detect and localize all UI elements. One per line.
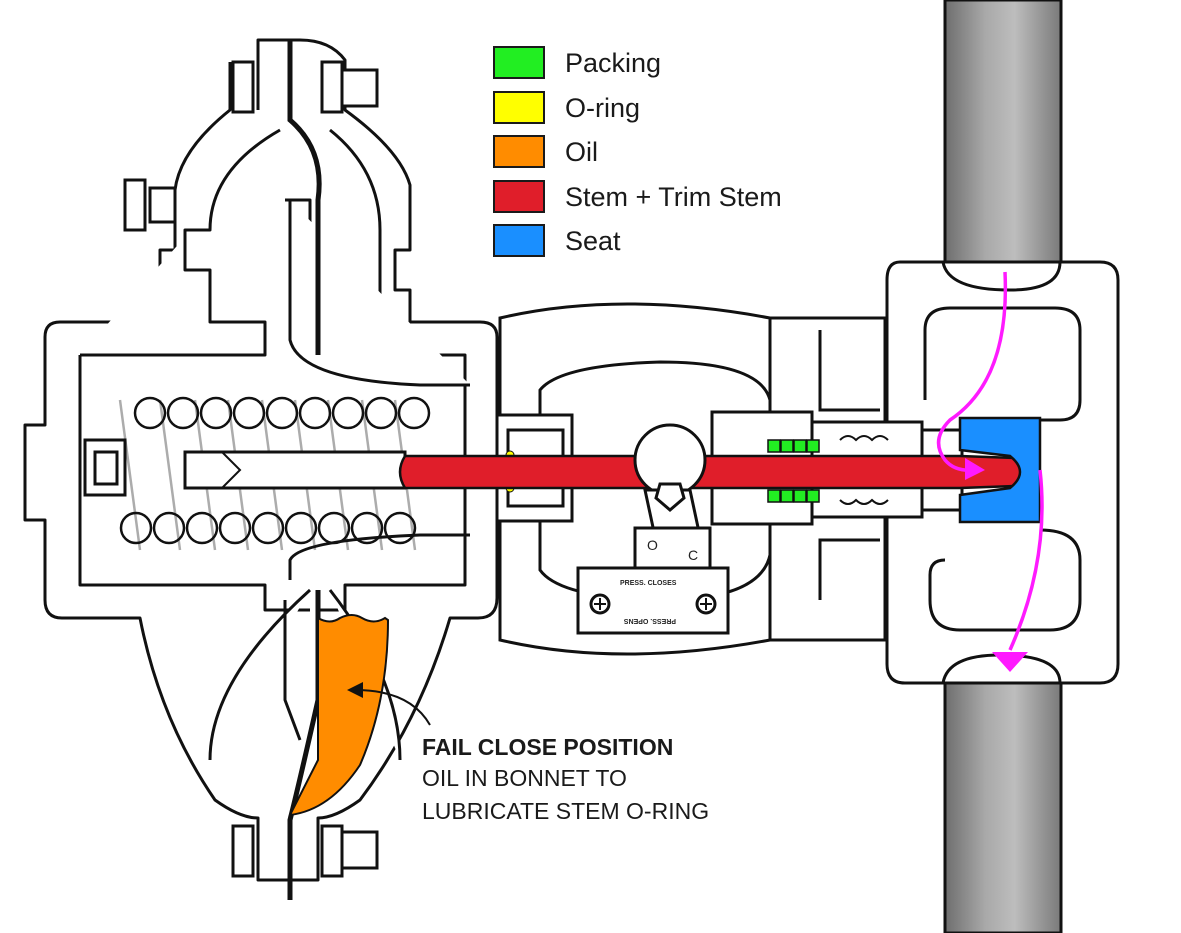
legend-label-packing: Packing [565,48,662,78]
pipe [943,0,1063,933]
legend-label-oil: Oil [565,137,598,167]
valve-seat [958,416,1042,524]
position-indicator [576,423,730,635]
oil-reservoir [288,614,390,817]
legend-swatch-oring [493,90,545,124]
annotation-arrow [347,682,431,726]
legend-swatch-oil [493,135,545,168]
fail-close-annotation: FAIL CLOSE POSITION OIL IN BONNET TO LUB… [422,732,709,828]
legend-label-oring: O-ring [565,92,641,123]
indicator-letter-close: C [688,547,698,563]
packing-rings [767,439,820,503]
indicator-press-opens: PRESS. OPENS [624,617,676,624]
annotation-line-2: LUBRICATE STEM O-RING [422,798,710,824]
indicator-letter-open: O [647,537,658,553]
legend-label-seat: Seat [565,226,621,256]
annotation-title: FAIL CLOSE POSITION [422,734,674,760]
flow-arrow [936,271,1044,651]
spring-rod [183,450,407,490]
annotation-line-1: OIL IN BONNET TO [422,765,627,791]
legend-swatch-packing [493,46,545,79]
flow-arrowhead-right [965,458,985,480]
indicator-press-closes: PRESS. CLOSES [620,580,677,587]
flow-arrowhead-down [992,652,1028,672]
flange-bolts [83,60,379,878]
legend-swatch-seat [493,224,545,257]
legend-label-stem: Stem + Trim Stem [565,181,782,212]
legend-swatch-stem [493,179,545,213]
packing-spring [839,435,889,505]
